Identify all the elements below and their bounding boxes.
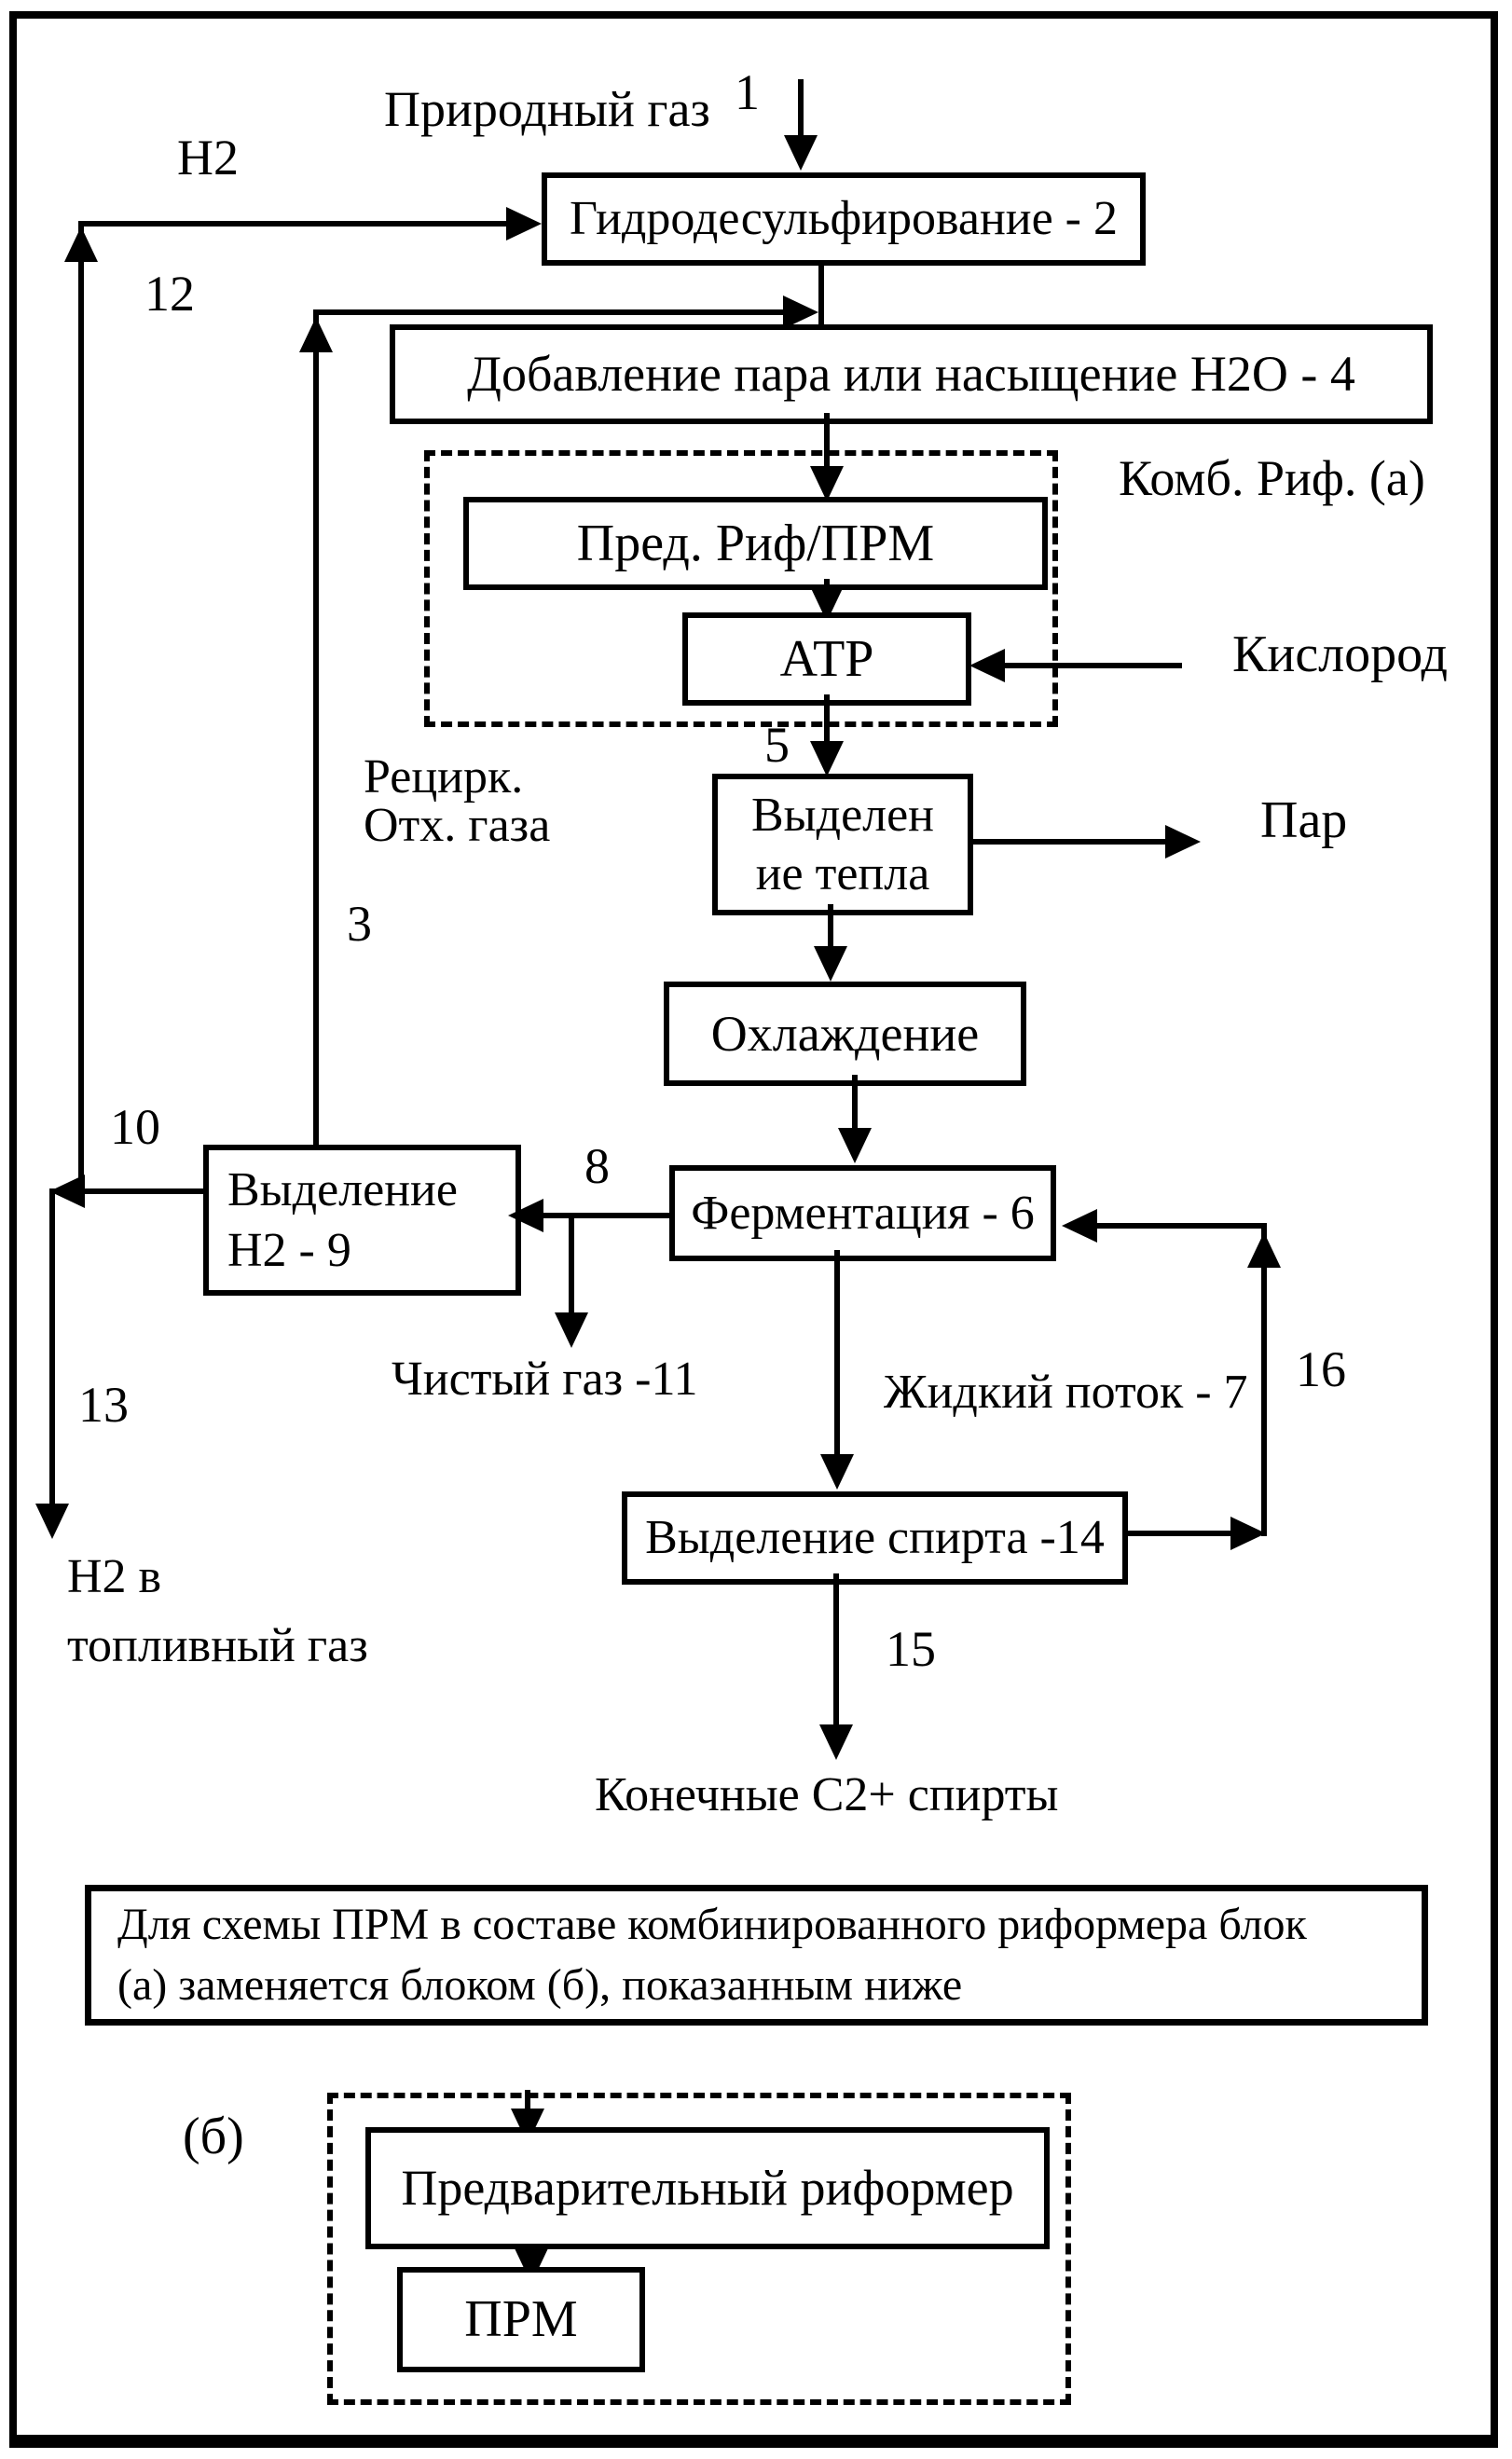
dashed-group-combined-reformer-a	[424, 450, 1058, 727]
process-box-cooling-label: Охлаждение	[710, 1005, 980, 1062]
process-box-atr-label: АТР	[779, 629, 874, 688]
flowline-into-pre-reformer	[525, 2090, 530, 2116]
label-h2-fuel-line2: топливный газ	[67, 1619, 368, 1672]
process-box-steam-addition: Добавление пара или насыщение H2O - 4	[390, 324, 1433, 424]
dashed-group-block-b	[327, 2093, 1071, 2405]
flowline-stream-15	[833, 1573, 839, 1724]
arrowhead-into-cooling	[814, 946, 847, 982]
process-box-cooling: Охлаждение	[664, 982, 1026, 1086]
label-stream-13: 13	[78, 1377, 129, 1433]
process-box-prm: ПРМ	[397, 2267, 645, 2372]
label-recycle-offgas-line1: Рецирк.	[364, 750, 524, 804]
process-box-alcohol-recovery: Выделение спирта -14	[622, 1491, 1128, 1585]
process-box-prm-label: ПРМ	[464, 2290, 578, 2349]
flowline-h2-to-fuel-vertical	[49, 1188, 55, 1505]
note-line1: Для схемы ПРМ в составе комбинированного…	[117, 1899, 1307, 1949]
flowline-stream-5	[824, 694, 830, 743]
process-box-pre-ref-prm-label: Пред. Риф/ПРМ	[576, 514, 935, 572]
flowline-oxygen	[1003, 663, 1182, 668]
label-liquid-stream: Жидкий поток - 7	[884, 1366, 1248, 1419]
arrowhead-h2-recycle-up	[64, 227, 98, 262]
arrowhead-recycle-up	[299, 317, 333, 352]
note-line2: (а) заменяется блоком (б), показанным ни…	[117, 1959, 963, 2010]
arrowhead-stream-10	[49, 1175, 85, 1208]
note-box: Для схемы ПРМ в составе комбинированного…	[85, 1885, 1428, 2026]
process-box-heat-recovery: Выделен ие тепла	[712, 774, 973, 915]
label-natural-gas: Природный газ	[384, 81, 710, 137]
flowline-stream-7	[834, 1250, 840, 1454]
flowline-steam-out	[973, 839, 1167, 845]
process-box-heat-recovery-line1: Выделен	[750, 788, 934, 842]
arrowhead-into-fermentation	[838, 1128, 872, 1163]
arrowhead-oxygen-into-atr	[969, 649, 1005, 682]
arrowhead-into-riser-16	[1230, 1517, 1266, 1550]
process-box-h2-separation-line2: H2 - 9	[227, 1224, 351, 1277]
process-box-h2-separation-line1: Выделение	[227, 1163, 458, 1216]
label-final-product: Конечные C2+ спирты	[595, 1768, 1059, 1821]
arrowhead-into-preref	[810, 466, 844, 501]
label-clean-gas: Чистый газ -11	[392, 1353, 698, 1406]
arrowhead-stream-16-into-fermentation	[1062, 1209, 1097, 1243]
flowline-stream-16-top	[1086, 1223, 1267, 1229]
label-combined-reformer-a: Комб. Риф. (а)	[1119, 450, 1425, 506]
flowline-stream-16-riser	[1261, 1229, 1267, 1536]
arrowhead-recycle-into-feed	[783, 295, 818, 329]
process-box-fermentation-label: Ферментация - 6	[691, 1186, 1035, 1240]
label-stream-12: 12	[144, 266, 195, 322]
process-box-pre-ref-prm: Пред. Риф/ПРМ	[463, 497, 1048, 590]
flowline-stream-8	[525, 1213, 669, 1218]
arrowhead-h2-into-hydrodesulf	[506, 207, 542, 240]
process-box-fermentation: Ферментация - 6	[669, 1165, 1056, 1261]
arrowhead-steam-out	[1165, 825, 1201, 859]
flowline-h2-feed-horizontal	[78, 221, 509, 227]
arrowhead-clean-gas	[555, 1312, 588, 1348]
flowline-stream-16-bottom	[1128, 1531, 1232, 1536]
flowline-cooling-to-fermentation	[852, 1075, 858, 1131]
process-box-pre-reformer-label: Предварительный риформер	[401, 2160, 1014, 2217]
label-stream-5: 5	[764, 717, 790, 773]
label-recycle-offgas-line2: Отх. газа	[364, 799, 551, 852]
process-box-atr: АТР	[682, 612, 971, 706]
label-block-b: (б)	[183, 2108, 244, 2165]
flowline-heat-to-cooling	[828, 904, 833, 949]
arrowhead-natural-gas-feed	[784, 135, 818, 171]
arrowhead-final-product	[819, 1724, 853, 1760]
arrowhead-stream-16-up	[1247, 1232, 1281, 1268]
flowline-hydrodesulf-to-steam	[818, 266, 824, 324]
flowline-recycle-horizontal	[313, 309, 785, 315]
process-box-h2-separation: Выделение H2 - 9	[203, 1145, 521, 1296]
label-stream-8: 8	[584, 1138, 610, 1194]
label-h2: H2	[177, 130, 239, 185]
label-stream-1: 1	[735, 64, 760, 120]
arrowhead-into-heat-recovery	[810, 741, 844, 776]
label-steam-out: Пар	[1260, 791, 1348, 849]
label-stream-10: 10	[110, 1099, 160, 1155]
process-box-pre-reformer: Предварительный риформер	[365, 2127, 1050, 2249]
flowline-clean-gas-branch	[569, 1213, 574, 1315]
arrowhead-stream-8-into-h2sep	[508, 1199, 543, 1232]
arrowhead-into-alcohol-recovery	[820, 1454, 854, 1490]
figure-border	[9, 11, 1498, 2448]
process-box-heat-recovery-line2: ие тепла	[755, 847, 930, 900]
flowline-stream-10	[55, 1188, 203, 1194]
label-h2-fuel-line1: H2 в	[67, 1550, 162, 1603]
process-box-hydrodesulfurization-label: Гидродесульфирование - 2	[570, 192, 1118, 246]
arrowhead-h2-to-fuel	[35, 1504, 69, 1539]
flowline-steam-to-preref	[824, 413, 830, 469]
flowline-preref-to-atr	[824, 579, 830, 592]
label-stream-16: 16	[1296, 1341, 1346, 1397]
flowline-natural-gas-feed	[798, 79, 804, 137]
flowline-recycle-riser	[313, 309, 319, 1145]
label-oxygen: Кислород	[1232, 625, 1448, 683]
process-box-alcohol-recovery-label: Выделение спирта -14	[645, 1511, 1105, 1565]
label-stream-3: 3	[347, 896, 372, 952]
flowline-h2-recycle-vertical	[78, 221, 84, 1196]
label-stream-15: 15	[886, 1621, 936, 1677]
process-box-steam-addition-label: Добавление пара или насыщение H2O - 4	[467, 346, 1355, 403]
process-box-hydrodesulfurization: Гидродесульфирование - 2	[542, 172, 1146, 266]
